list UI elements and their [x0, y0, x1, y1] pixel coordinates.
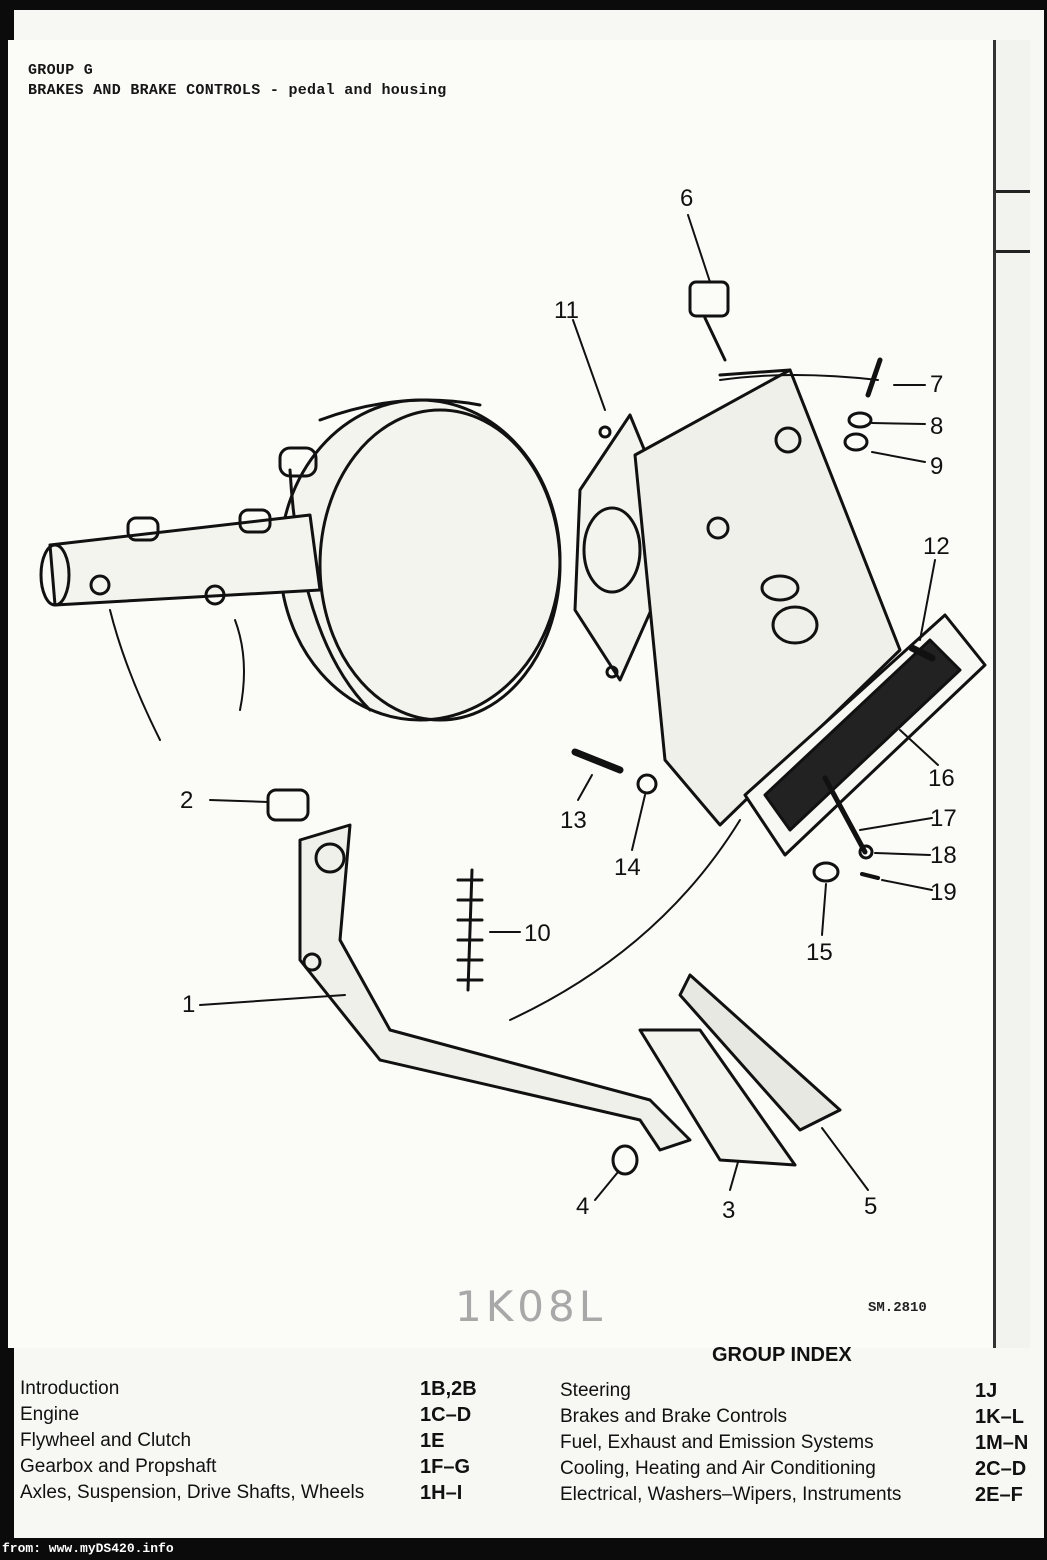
callout-7: 7: [930, 371, 943, 398]
diagram-reference: SM.2810: [868, 1300, 927, 1316]
index-label[interactable]: Steering: [560, 1380, 631, 1401]
group-label: GROUP G: [28, 62, 94, 79]
index-label[interactable]: Engine: [20, 1404, 80, 1425]
index-label[interactable]: Cooling, Heating and Air Conditioning: [560, 1458, 876, 1479]
callout-12: 12: [923, 533, 950, 560]
callout-19: 19: [930, 879, 957, 906]
callout-15: 15: [806, 939, 833, 966]
pivot-bush: [266, 788, 310, 822]
callout-9: 9: [930, 453, 943, 480]
index-code[interactable]: 1J: [975, 1380, 998, 1402]
servo-booster: [278, 398, 562, 722]
index-label[interactable]: Electrical, Washers–Wipers, Instruments: [560, 1484, 902, 1505]
callout-5: 5: [864, 1193, 877, 1220]
callout-8: 8: [930, 413, 943, 440]
index-label[interactable]: Fuel, Exhaust and Emission Systems: [560, 1432, 874, 1453]
callout-11: 11: [554, 297, 579, 324]
pushrod-clevis: [688, 280, 730, 318]
index-label[interactable]: Brakes and Brake Controls: [560, 1406, 788, 1427]
pad-plate: [638, 1028, 797, 1167]
index-label[interactable]: Introduction: [20, 1378, 120, 1399]
callout-10: 10: [524, 920, 551, 947]
callout-18: 18: [930, 842, 957, 869]
callout-4: 4: [576, 1193, 589, 1220]
index-code[interactable]: 1M–N: [975, 1432, 1029, 1454]
source-watermark: from: www.myDS420.info: [2, 1541, 174, 1556]
index-code[interactable]: 1F–G: [420, 1456, 471, 1478]
callout-2: 2: [180, 787, 193, 814]
index-code[interactable]: 2C–D: [975, 1458, 1027, 1480]
callout-3: 3: [722, 1197, 735, 1224]
index-code[interactable]: 1B,2B: [420, 1378, 477, 1400]
pedal-pad: [678, 973, 842, 1132]
exploded-parts-diagram: 1 2 3 4 5 6 7 8 9 10 11 12 13 14 15 16 1…: [39, 185, 987, 1224]
index-code[interactable]: 2E–F: [975, 1484, 1023, 1506]
page-title: BRAKES AND BRAKE CONTROLS - pedal and ho…: [28, 82, 447, 99]
index-label[interactable]: Gearbox and Propshaft: [20, 1456, 217, 1477]
master-cylinder: [39, 446, 322, 741]
callout-17: 17: [930, 805, 957, 832]
callout-14: 14: [614, 854, 641, 881]
group-index-title: GROUP INDEX: [712, 1344, 852, 1366]
brake-pedal-arm: [298, 823, 692, 1152]
index-label[interactable]: Axles, Suspension, Drive Shafts, Wheels: [20, 1482, 365, 1503]
adjacent-page-edge: [996, 40, 1030, 1348]
pedal-nut: [611, 1144, 639, 1176]
handwritten-page-mark: 1K08L: [455, 1282, 607, 1331]
index-code[interactable]: 1K–L: [975, 1406, 1024, 1428]
callout-1: 1: [182, 991, 195, 1018]
callout-16: 16: [928, 765, 955, 792]
index-code[interactable]: 1E: [420, 1430, 445, 1452]
index-code[interactable]: 1C–D: [420, 1404, 472, 1426]
index-code[interactable]: 1H–I: [420, 1482, 463, 1504]
callout-13: 13: [560, 807, 587, 834]
callout-6: 6: [680, 185, 693, 212]
index-label[interactable]: Flywheel and Clutch: [20, 1430, 192, 1451]
return-spring: [456, 868, 484, 992]
